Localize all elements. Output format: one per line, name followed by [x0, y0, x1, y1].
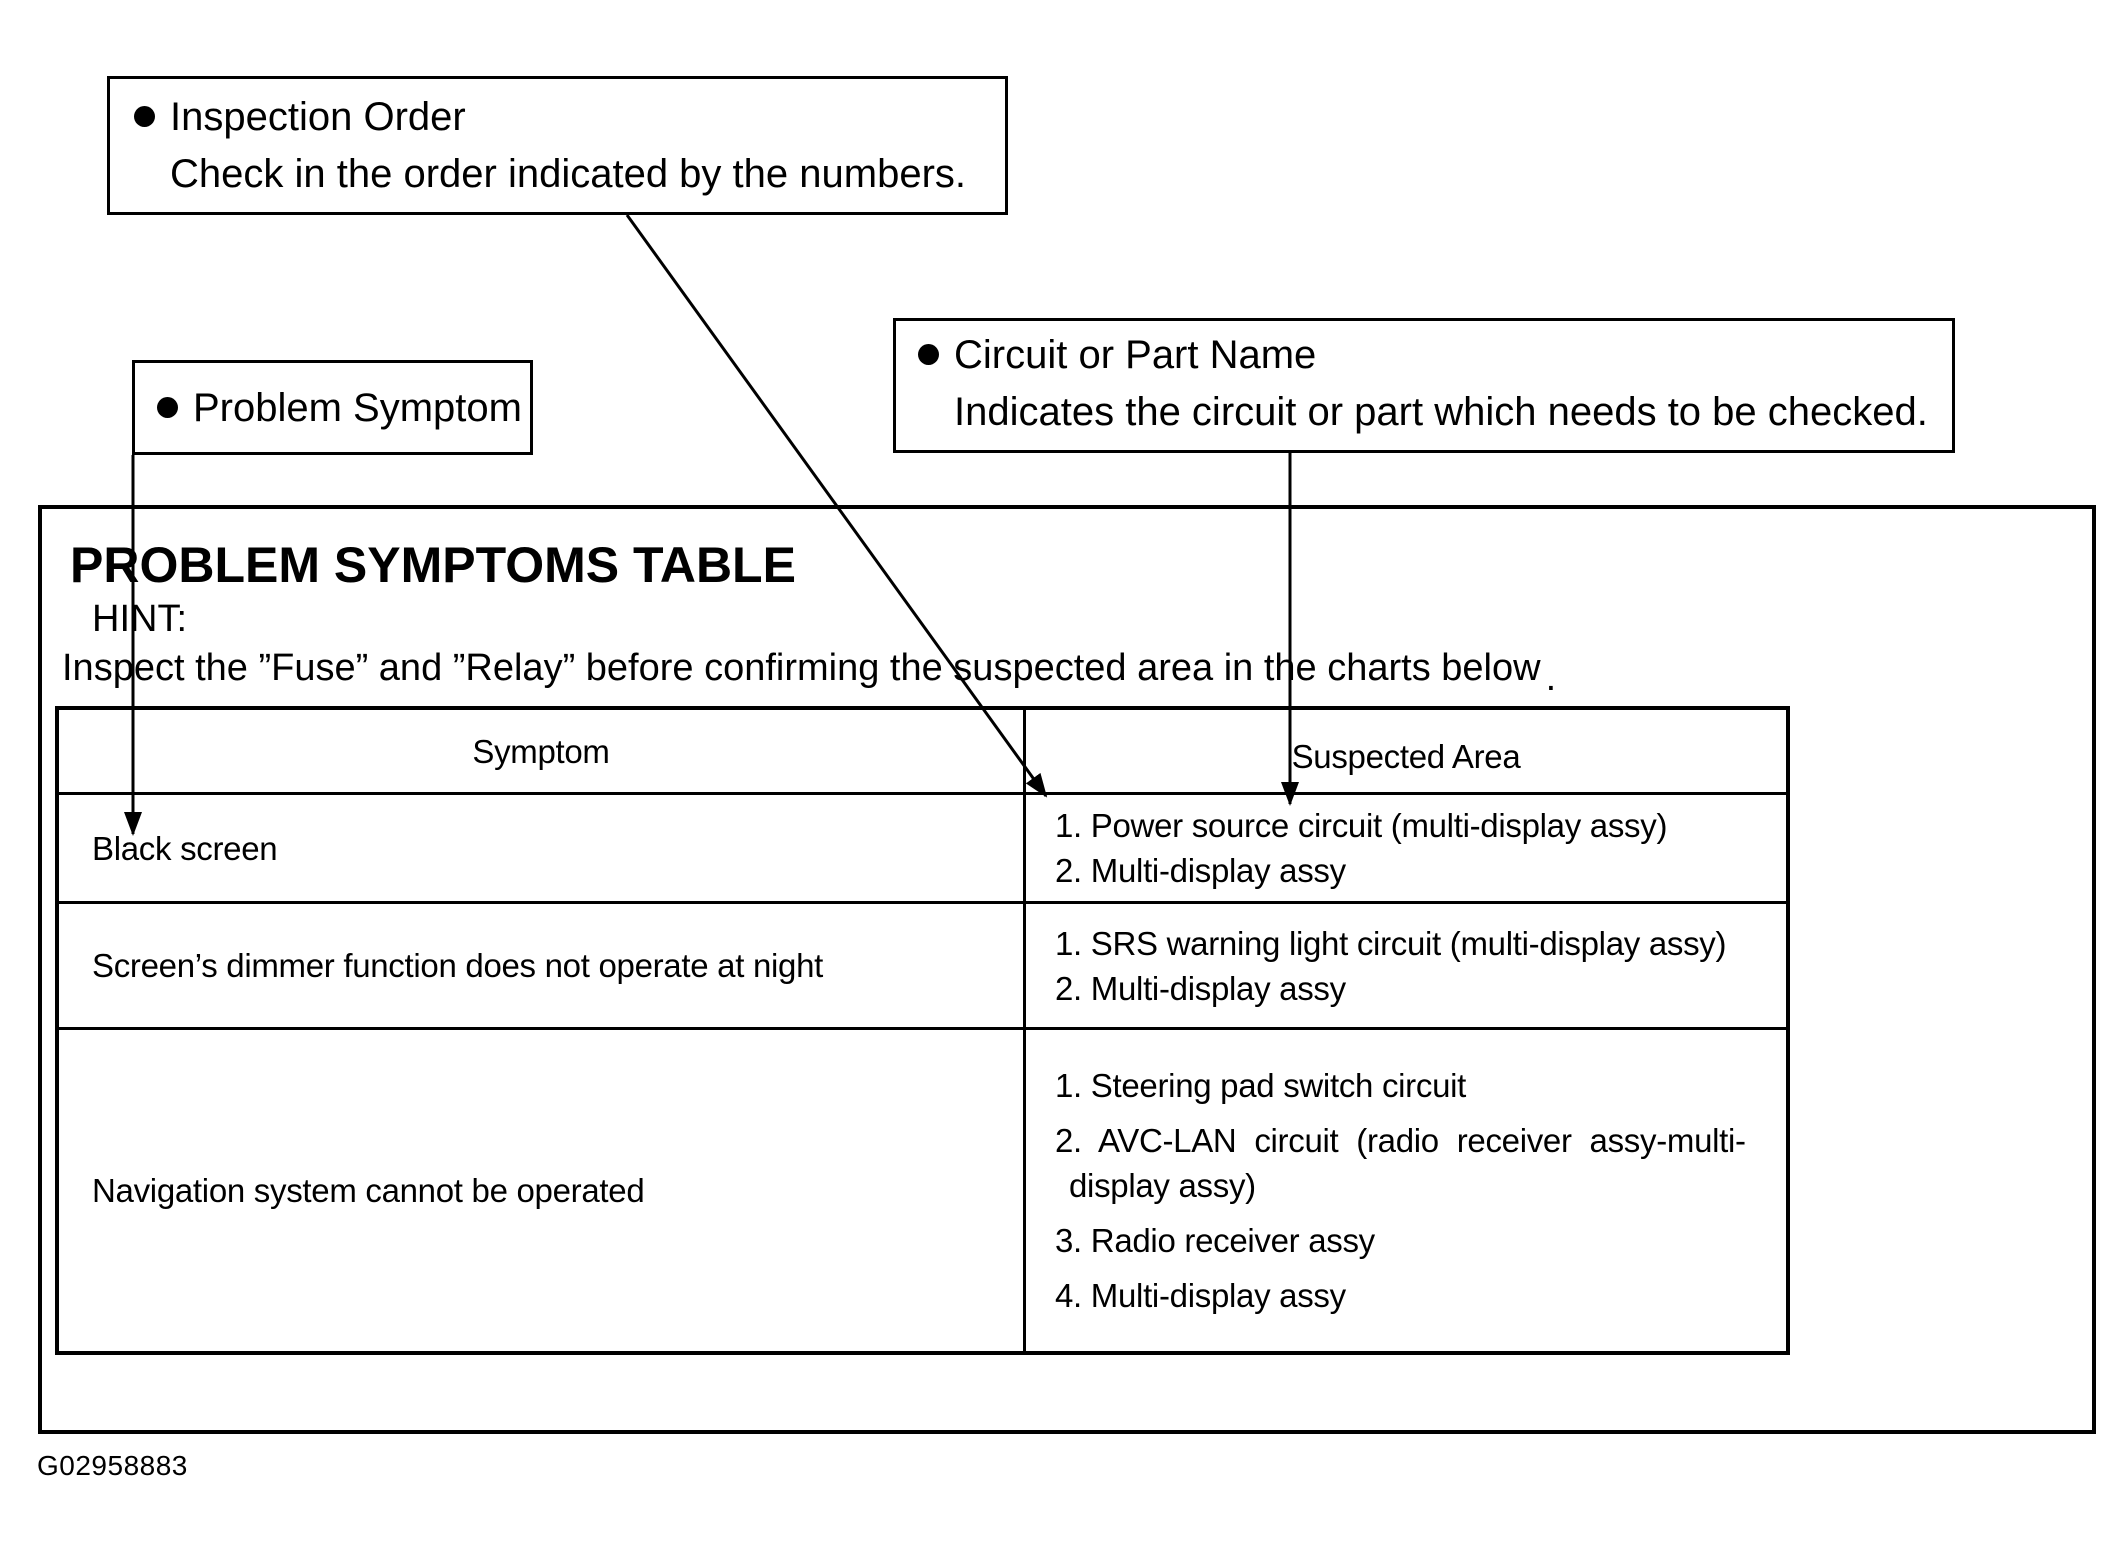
suspected-item-wrap: display assy): [1069, 1167, 1256, 1204]
hint-label: HINT:: [92, 598, 187, 640]
suspected-item: 2. AVC-LAN circuit (radio receiver assy-…: [1055, 1122, 1746, 1159]
suspected-item: 2. Multi-display assy: [1055, 969, 1346, 1007]
problem-symptoms-panel: PROBLEM SYMPTOMS TABLE HINT: Inspect the…: [38, 505, 2096, 1434]
inspection-order-title: Inspection Order: [170, 95, 466, 139]
bullet-icon: [157, 397, 178, 418]
suspected-area-row-1: 1. Power source circuit (multi-display a…: [1026, 795, 1786, 904]
symptom-dimmer-function: Screen’s dimmer function does not operat…: [59, 904, 1026, 1030]
inspection-order-callout: Inspection Order Check in the order indi…: [107, 76, 1008, 215]
symptom-navigation-system: Navigation system cannot be operated: [59, 1030, 1026, 1351]
symptom-black-screen: Black screen: [59, 795, 1026, 904]
suspected-item: 2. Multi-display assy: [1055, 852, 1346, 889]
circuit-or-part-name-callout: Circuit or Part Name Indicates the circu…: [893, 318, 1955, 453]
hint-period: .: [1545, 657, 1557, 699]
bullet-icon: [134, 106, 155, 127]
suspected-item: 3. Radio receiver assy: [1055, 1222, 1375, 1259]
suspected-item: 1. Steering pad switch circuit: [1055, 1067, 1467, 1104]
circuit-or-part-name-title: Circuit or Part Name: [954, 333, 1317, 377]
suspected-area-row-2: 1. SRS warning light circuit (multi-disp…: [1026, 904, 1786, 1030]
bullet-icon: [918, 344, 939, 365]
column-header-suspected-area: Suspected Area: [1026, 710, 1786, 795]
problem-symptoms-table: Symptom Suspected Area Black screen 1. P…: [55, 706, 1790, 1355]
hint-text: Inspect the ”Fuse” and ”Relay” before co…: [62, 647, 1556, 699]
suspected-item: 4. Multi-display assy: [1055, 1277, 1346, 1314]
inspection-order-description: Check in the order indicated by the numb…: [170, 152, 966, 196]
problem-symptom-callout: Problem Symptom: [132, 360, 533, 455]
hint-text-body: Inspect the ”Fuse” and ”Relay” before co…: [62, 647, 1541, 689]
column-header-symptom: Symptom: [59, 710, 1026, 795]
problem-symptom-title: Problem Symptom: [193, 385, 522, 430]
page-title: PROBLEM SYMPTOMS TABLE: [70, 537, 796, 593]
figure-id: G02958883: [37, 1450, 188, 1481]
suspected-item: 1. SRS warning light circuit (multi-disp…: [1055, 924, 1727, 962]
circuit-or-part-name-description: Indicates the circuit or part which need…: [954, 390, 1928, 434]
suspected-area-row-3: 1. Steering pad switch circuit 2. AVC-LA…: [1026, 1030, 1786, 1351]
suspected-item: 1. Power source circuit (multi-display a…: [1055, 807, 1668, 844]
